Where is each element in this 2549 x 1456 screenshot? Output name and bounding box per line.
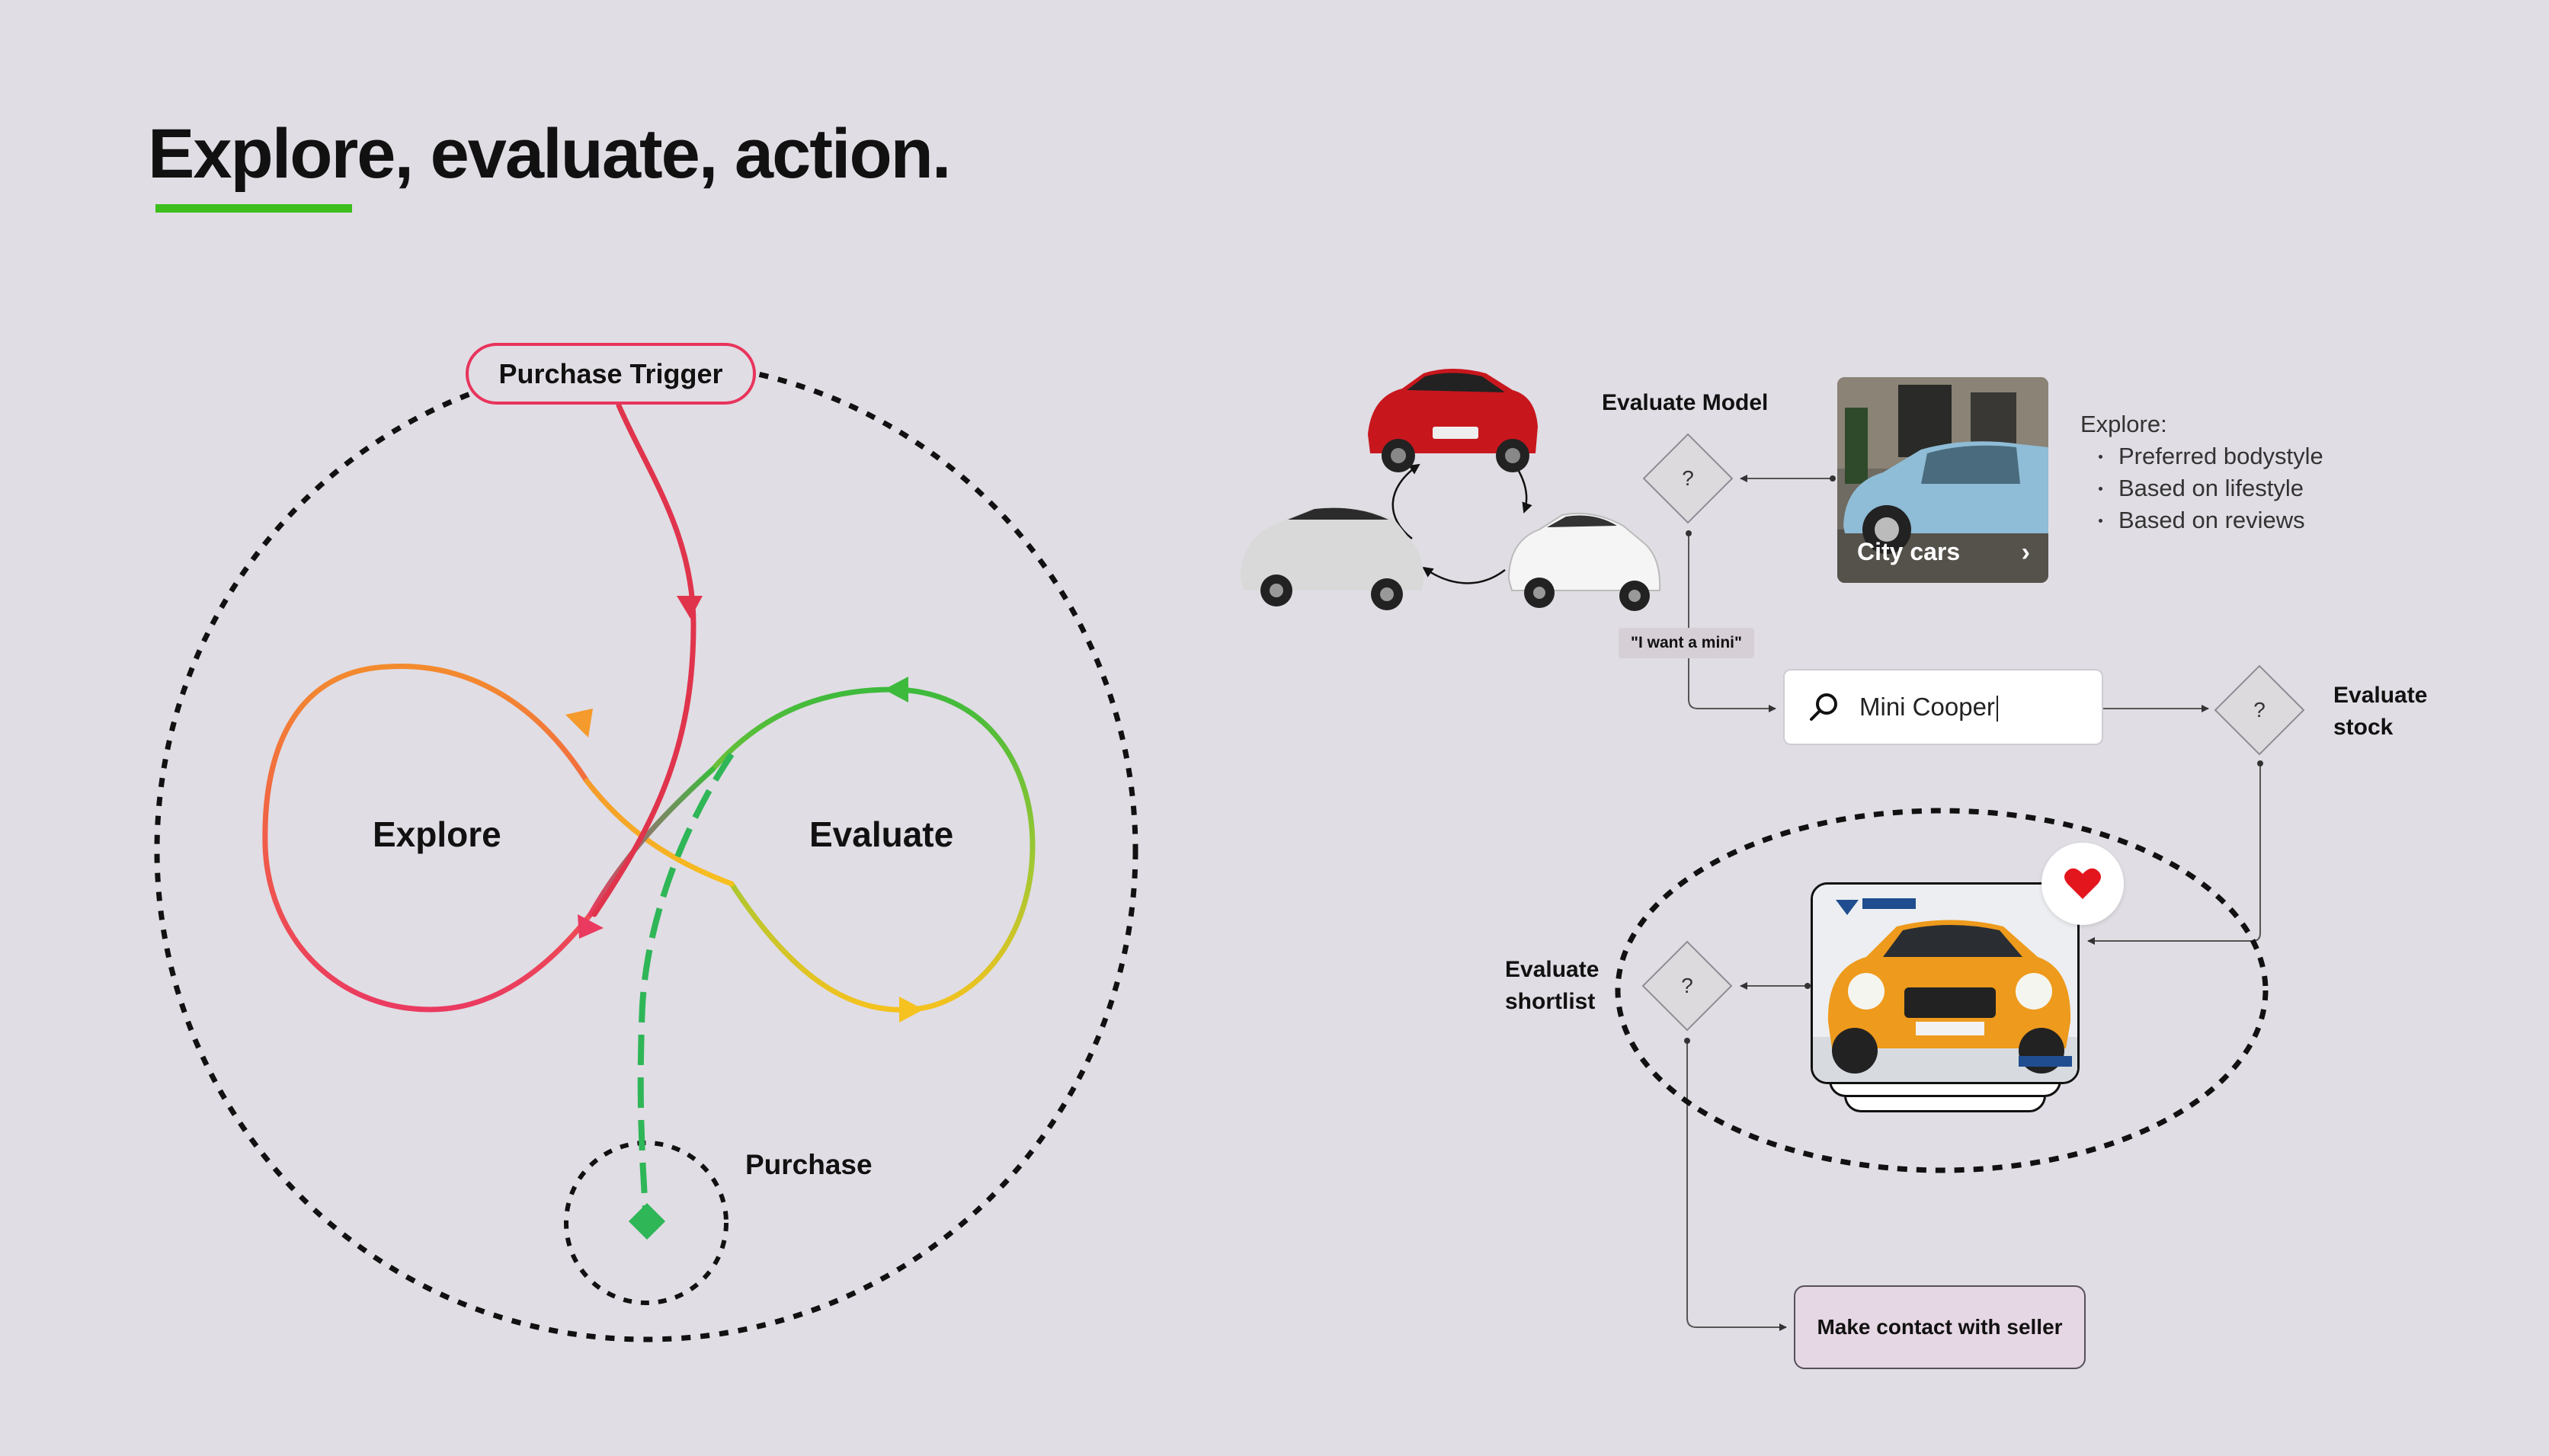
city-cars-label: City cars — [1857, 538, 1961, 565]
city-car-photo — [1837, 377, 2048, 583]
heart-icon — [2064, 868, 2101, 899]
evaluate-to-explore-path — [588, 766, 716, 917]
shortlist-boundary — [1615, 808, 2269, 1173]
explore-item: Preferred bodystyle — [2080, 440, 2323, 472]
evaluate-shortlist-line1: Evaluate — [1505, 957, 1600, 982]
purchase-boundary — [564, 1141, 729, 1305]
evaluate-shortlist-line2: shortlist — [1505, 989, 1596, 1014]
contact-seller-button[interactable]: Make contact with seller — [1794, 1285, 2086, 1369]
search-value-text: Mini Cooper — [1859, 692, 1995, 721]
city-cars-card[interactable]: City cars › — [1837, 377, 2048, 583]
arrowhead-explore-bottom — [578, 914, 604, 939]
search-value: Mini Cooper — [1859, 693, 1998, 722]
evaluate-model-label: Evaluate Model — [1602, 390, 1769, 415]
car-red-icon — [1368, 369, 1538, 472]
purchase-trigger-label: Purchase Trigger — [466, 343, 756, 405]
arrowhead-evaluate-bottom — [899, 997, 924, 1022]
favourite-button[interactable] — [2041, 843, 2124, 925]
model-decision-symbol: ? — [1682, 466, 1694, 490]
car-white-icon — [1507, 512, 1661, 611]
arrowhead-trigger — [677, 596, 703, 619]
shortlist-decision-symbol: ? — [1681, 974, 1693, 997]
car-listing-card[interactable] — [1811, 882, 2080, 1084]
evaluate-stock-line2: stock — [2333, 715, 2394, 740]
text-caret — [1996, 696, 1998, 722]
purchase-label: Purchase — [745, 1149, 873, 1180]
mini-cooper-photo — [1813, 885, 2077, 1082]
title-underline — [155, 204, 352, 213]
evaluate-label: Evaluate — [809, 814, 954, 854]
explore-item: Based on lifestyle — [2080, 472, 2323, 504]
evaluate-loop-path — [709, 686, 1036, 1013]
explore-heading: Explore: — [2080, 411, 2167, 437]
stock-decision-symbol: ? — [2253, 698, 2266, 722]
explore-to-evaluate-path — [584, 778, 735, 887]
user-intent-quote: "I want a mini" — [1619, 628, 1754, 658]
explore-criteria: Explore: Preferred bodystyle Based on li… — [2080, 408, 2323, 536]
search-icon — [1810, 693, 1837, 721]
car-silver-icon — [1241, 507, 1423, 610]
arrowhead-evaluate-top — [884, 677, 908, 702]
purchase-loop-diagram — [154, 358, 1138, 1342]
arrowhead-explore-top — [565, 709, 593, 738]
page-title: Explore, evaluate, action. — [148, 115, 951, 193]
evaluate-stock-line1: Evaluate — [2333, 683, 2428, 708]
explore-item: Based on reviews — [2080, 504, 2323, 536]
explore-loop-path — [262, 664, 594, 1013]
evaluate-stock-label: Evaluate stock — [2333, 680, 2427, 744]
search-input[interactable]: Mini Cooper — [1783, 669, 2103, 745]
purchase-path — [637, 752, 735, 1220]
evaluate-shortlist-label: Evaluate shortlist — [1505, 954, 1599, 1018]
flow-connectors — [1241, 369, 2269, 1331]
trigger-path — [591, 402, 696, 917]
chevron-right-icon: › — [2021, 538, 2030, 567]
purchase-endpoint — [628, 1202, 666, 1240]
shortlist-card-stack[interactable] — [1811, 882, 2080, 1112]
explore-label: Explore — [373, 814, 501, 854]
